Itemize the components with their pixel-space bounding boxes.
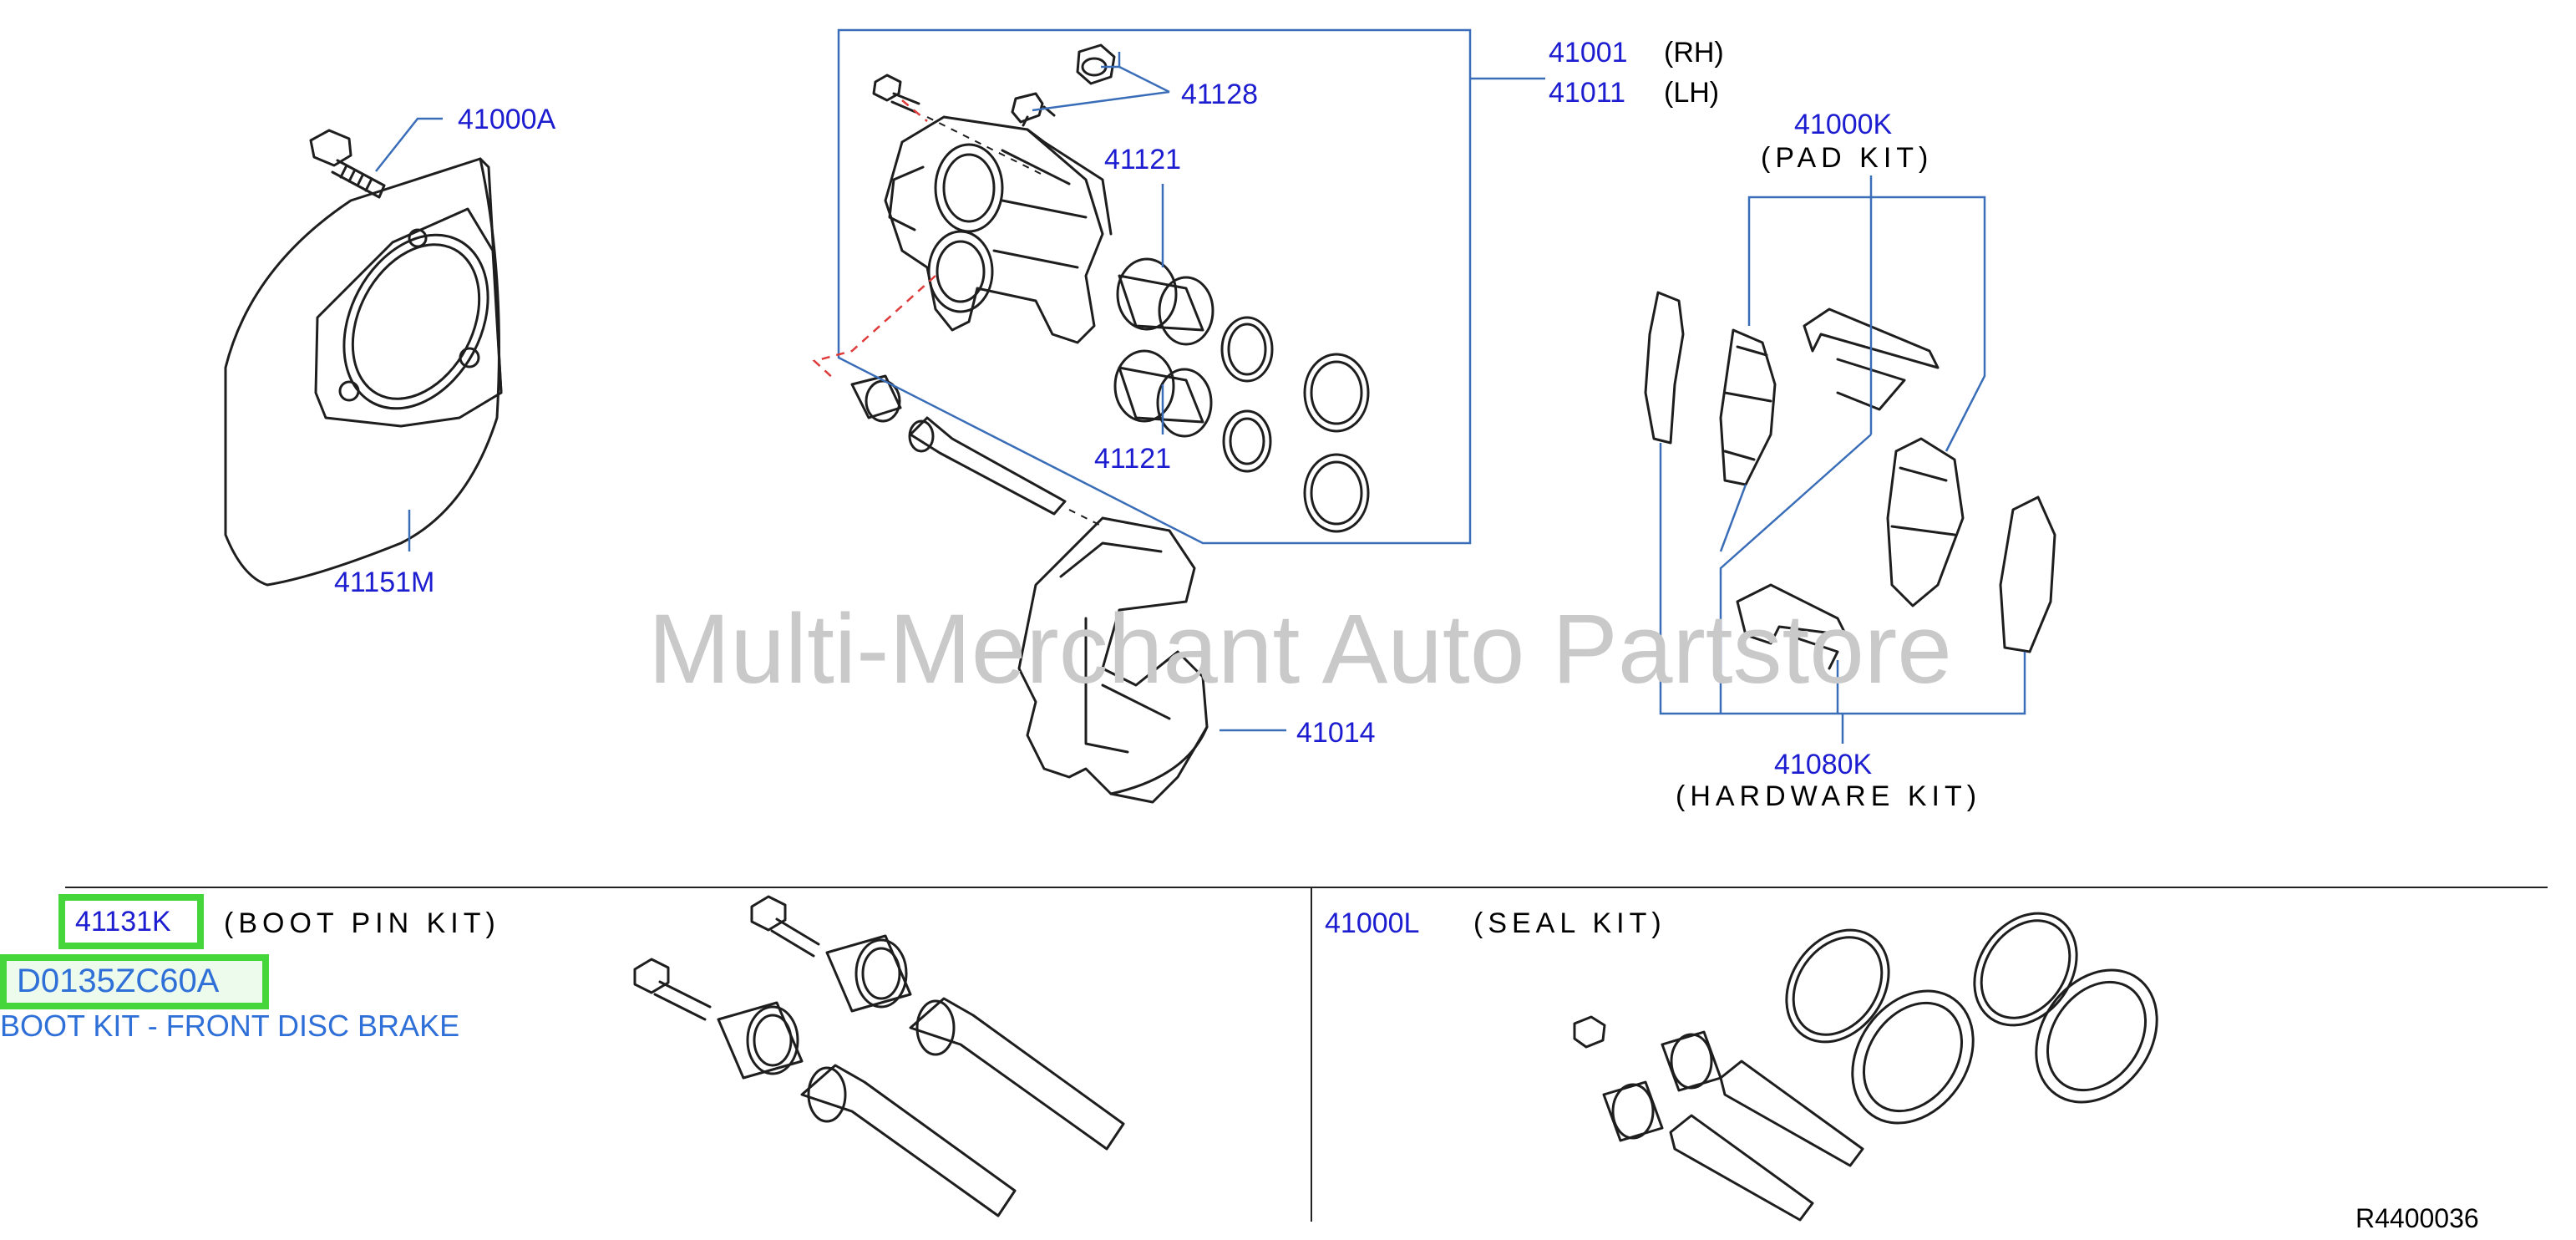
boot-pin-kit-label: (BOOT PIN KIT) [224,907,500,939]
seal-kit-drawing [1573,912,2158,1222]
callout-torque-member[interactable]: 41014 [1296,717,1376,749]
watermark: Multi-Merchant Auto Partstore [648,594,1952,704]
caliper-body-drawing [884,115,1113,344]
callout-caliper-rh[interactable]: 41001 [1549,37,1628,69]
diagram-reference: R4400036 [2355,1203,2479,1233]
bleeder-screw-drawing [872,43,1116,127]
highlight-box-boot-pin-kit [58,894,204,949]
torque-member-drawing [1017,516,1209,804]
callout-pad-kit[interactable]: 41000K [1794,109,1893,140]
callout-boot-pin-kit[interactable]: 41131K [75,906,171,938]
pin-dashes [926,116,1103,527]
pistons-drawing [1113,257,1370,533]
callout-piston-bottom[interactable]: 41121 [1094,443,1172,475]
alignment-dashes [812,99,936,381]
highlight-part-number[interactable]: D0135ZC60A [17,963,220,999]
callout-caliper-lh[interactable]: 41011 [1549,77,1626,109]
seal-kit-label: (SEAL KIT) [1473,907,1666,939]
callout-splash-shield[interactable]: 41151M [334,567,435,598]
callout-seal-kit[interactable]: 41000L [1325,907,1420,939]
splash-shield-drawing [224,157,503,587]
callout-shield-bolt[interactable]: 41000A [458,104,556,135]
callout-piston-top[interactable]: 41121 [1104,144,1182,175]
callout-hardware-kit[interactable]: 41080K [1774,749,1873,780]
caliper-rh-side-label: (RH) [1664,37,1724,69]
pad-kit-label: (PAD KIT) [1761,142,1934,174]
highlight-part-description: BOOT KIT - FRONT DISC BRAKE [0,1009,460,1043]
leader-lines [375,28,2026,744]
boot-pin-kit-drawing [633,895,1125,1217]
pad-kit-drawing [1644,291,2056,670]
highlight-box-part-number [0,954,269,1009]
shield-bolt-drawing [309,129,386,199]
hardware-kit-label: (HARDWARE KIT) [1676,780,1982,812]
section-dividers [65,887,2548,1222]
caliper-lh-side-label: (LH) [1664,77,1720,109]
guide-pin-drawing [850,374,1067,516]
callout-bleeder[interactable]: 41128 [1181,79,1259,110]
